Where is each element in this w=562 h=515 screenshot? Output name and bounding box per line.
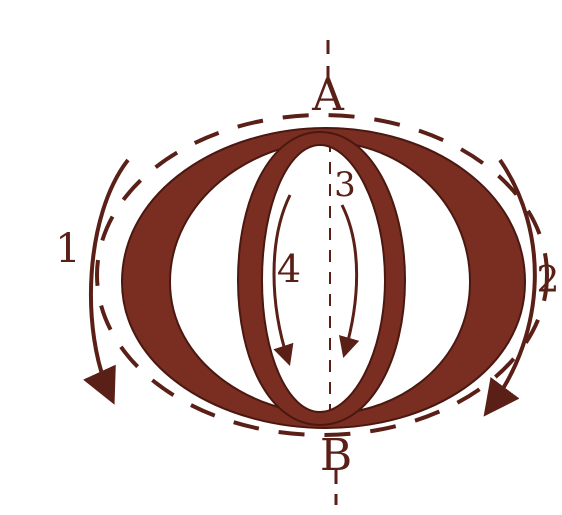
label-3: 3 <box>334 165 356 205</box>
label-4: 4 <box>277 247 301 291</box>
stroke-3-arrow <box>342 205 357 352</box>
label-2: 2 <box>537 260 560 301</box>
label-a: A <box>311 70 345 121</box>
label-b: B <box>320 430 352 481</box>
letter-o-inner-stroke <box>238 132 405 425</box>
letter-o-outer-bowl <box>122 128 525 428</box>
label-1: 1 <box>55 226 80 272</box>
